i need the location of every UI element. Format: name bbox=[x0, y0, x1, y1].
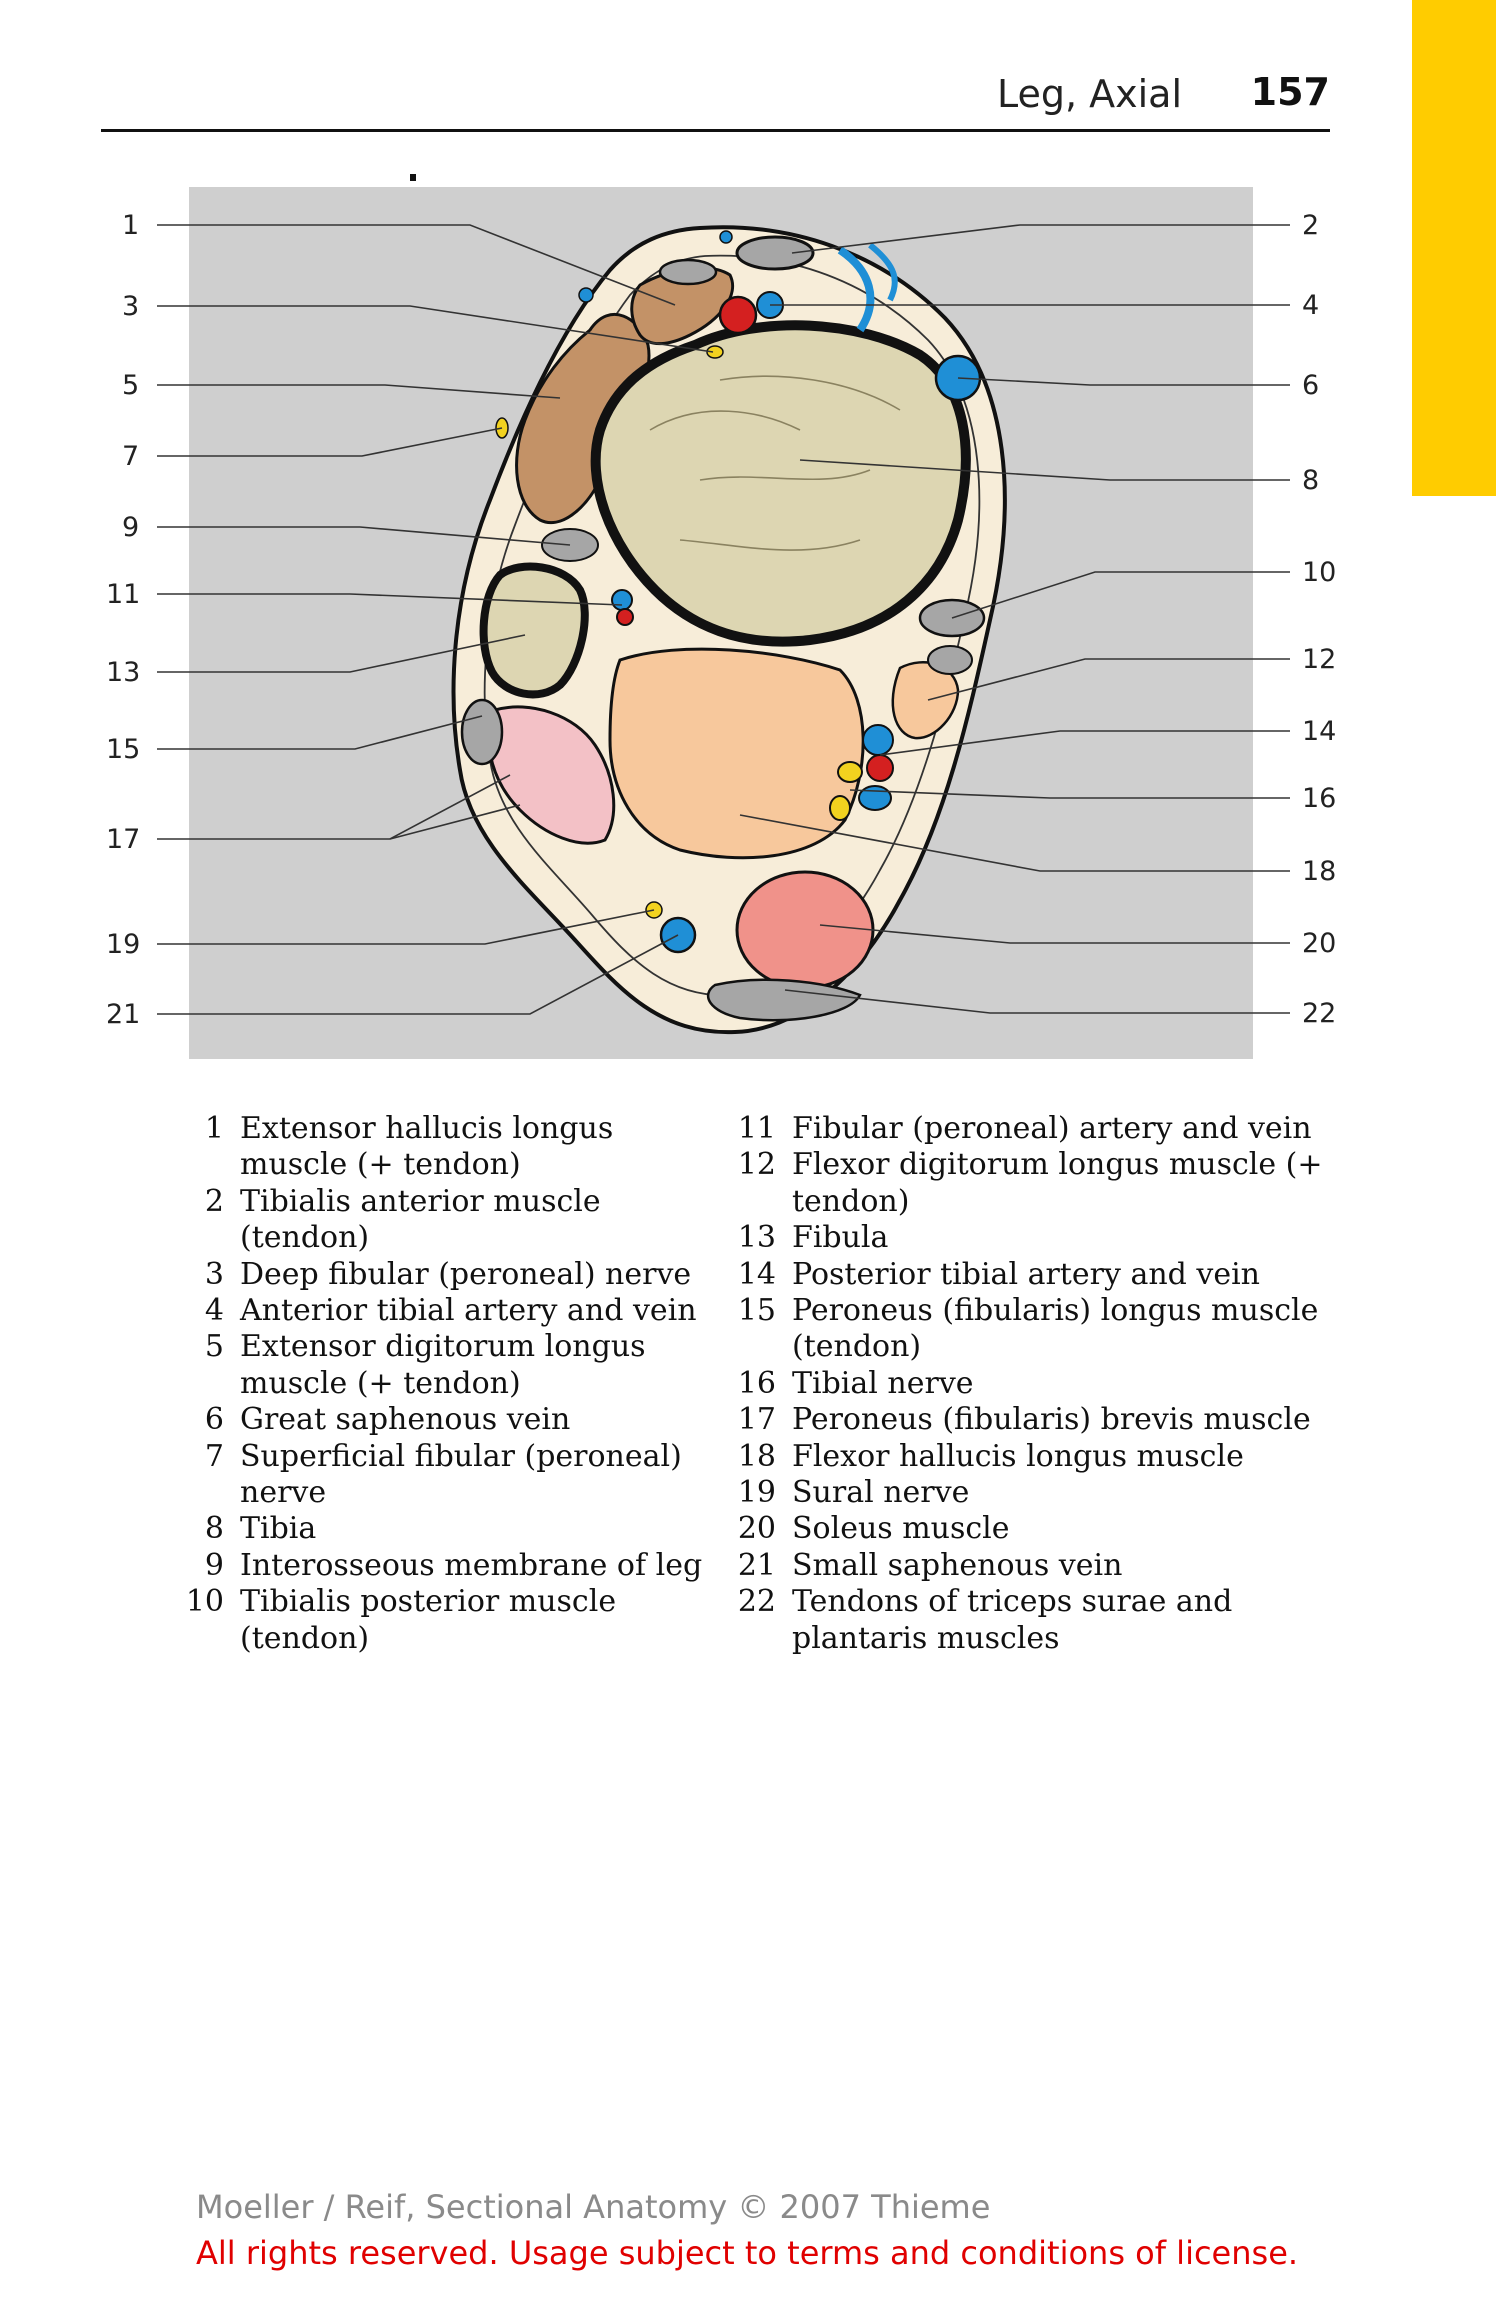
chapter-tab bbox=[1412, 0, 1496, 496]
callout-19: 19 bbox=[106, 929, 140, 960]
left-callouts: 1 3 5 7 9 11 13 15 17 19 21 bbox=[106, 210, 140, 1030]
fibular-vein bbox=[611, 589, 633, 611]
peroneus-longus-tendon bbox=[460, 698, 504, 766]
tibia bbox=[590, 320, 971, 647]
flexor-hallucis-longus bbox=[608, 647, 865, 860]
section-title: Leg, Axial bbox=[996, 72, 1182, 116]
callout-7: 7 bbox=[122, 441, 139, 472]
right-callouts: 2 4 6 8 10 12 14 16 18 20 22 bbox=[1302, 210, 1336, 1029]
callout-2: 2 bbox=[1302, 210, 1319, 241]
callout-12: 12 bbox=[1302, 644, 1336, 675]
fibular-artery bbox=[616, 608, 634, 626]
peroneus-brevis bbox=[487, 705, 616, 845]
callout-21: 21 bbox=[106, 999, 140, 1030]
posterior-tibial-artery bbox=[866, 754, 894, 782]
callout-11: 11 bbox=[106, 579, 140, 610]
extensor-digitorum-longus bbox=[515, 313, 651, 525]
callout-8: 8 bbox=[1302, 465, 1319, 496]
callout-9: 9 bbox=[122, 512, 139, 543]
header-rule bbox=[101, 129, 1330, 132]
callout-6: 6 bbox=[1302, 370, 1319, 401]
callout-10: 10 bbox=[1302, 557, 1336, 588]
callout-13: 13 bbox=[106, 657, 140, 688]
leader-lines bbox=[157, 224, 1290, 1015]
posterior-tibial-vein bbox=[862, 724, 894, 756]
page-number: 157 bbox=[1250, 70, 1330, 114]
triceps-surae-tendons bbox=[706, 978, 862, 1022]
tibialis-anterior-tendon bbox=[735, 235, 815, 271]
callout-15: 15 bbox=[106, 734, 140, 765]
deep-fibular-nerve bbox=[706, 345, 724, 359]
fibula bbox=[479, 562, 589, 699]
footer-rights: All rights reserved. Usage subject to te… bbox=[196, 2234, 1299, 2272]
callout-3: 3 bbox=[122, 291, 139, 322]
soleus bbox=[735, 870, 875, 990]
callout-4: 4 bbox=[1302, 290, 1319, 321]
leg-cross-section-figure: 1 3 5 7 9 11 13 15 17 19 21 2 4 6 8 10 1… bbox=[106, 174, 1336, 1059]
callout-16: 16 bbox=[1302, 783, 1336, 814]
anterior-tibial-artery bbox=[718, 295, 758, 335]
callout-14: 14 bbox=[1302, 716, 1336, 747]
callout-5: 5 bbox=[122, 370, 139, 401]
callout-18: 18 bbox=[1302, 856, 1336, 887]
callout-1: 1 bbox=[122, 210, 139, 241]
callout-22: 22 bbox=[1302, 998, 1336, 1029]
footer-credit: Moeller / Reif, Sectional Anatomy © 2007… bbox=[196, 2188, 991, 2226]
tibial-nerve bbox=[837, 761, 863, 783]
callout-17: 17 bbox=[106, 824, 140, 855]
callout-20: 20 bbox=[1302, 928, 1336, 959]
